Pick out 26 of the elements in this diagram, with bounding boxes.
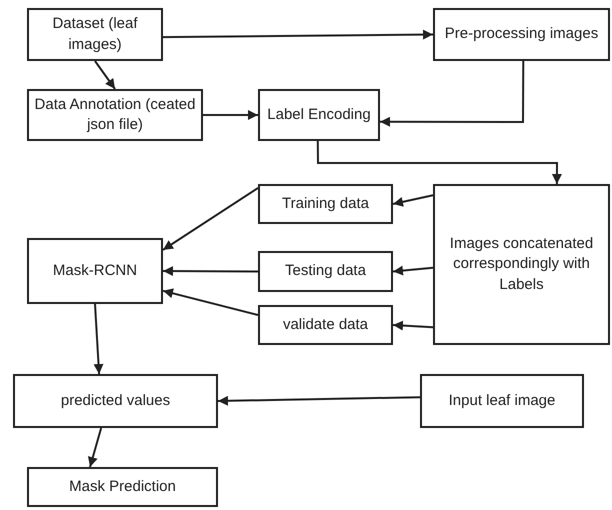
process-box: Dataset (leaf images) bbox=[27, 8, 163, 61]
arrow bbox=[203, 110, 258, 120]
process-box: Training data bbox=[258, 184, 393, 224]
arrow bbox=[162, 30, 434, 40]
process-box: Testing data bbox=[258, 251, 393, 292]
arrow bbox=[162, 288, 258, 316]
arrow bbox=[380, 61, 524, 127]
arrow bbox=[88, 428, 102, 468]
arrow bbox=[392, 194, 434, 207]
process-box: validate data bbox=[258, 305, 393, 345]
process-box: Mask Prediction bbox=[27, 467, 218, 507]
arrow bbox=[392, 266, 434, 276]
arrow bbox=[392, 320, 434, 331]
arrow bbox=[162, 187, 259, 251]
arrow bbox=[94, 60, 116, 90]
arrow bbox=[94, 304, 104, 374]
arrow bbox=[163, 266, 258, 276]
process-box: predicted values bbox=[13, 374, 218, 428]
process-box: Label Encoding bbox=[258, 89, 380, 141]
arrow bbox=[316, 140, 562, 184]
process-box: Pre-processing images bbox=[433, 8, 610, 61]
process-box: Input leaf image bbox=[420, 374, 584, 428]
process-box: Data Annotation (ceated json file) bbox=[27, 89, 203, 141]
process-box: Images concatenated correspondingly with Labels bbox=[433, 184, 610, 345]
process-box: Mask-RCNN bbox=[27, 238, 163, 304]
arrow bbox=[218, 396, 420, 406]
